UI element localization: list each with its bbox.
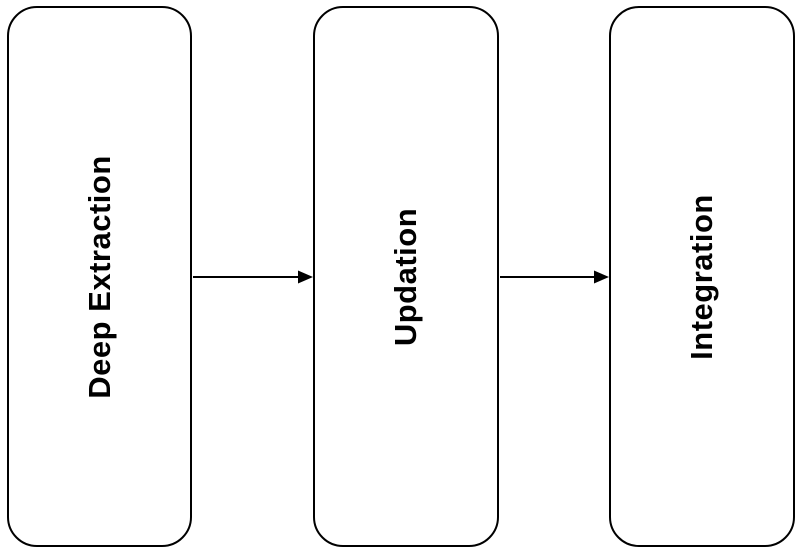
node-deep-extraction: Deep Extraction	[7, 6, 192, 547]
arrow-updation-to-integration-icon	[500, 270, 609, 284]
node-updation: Updation	[313, 6, 499, 547]
node-updation-label: Updation	[388, 207, 423, 346]
node-integration: Integration	[609, 6, 795, 547]
node-deep-extraction-label: Deep Extraction	[81, 154, 117, 399]
arrow-deep-extraction-to-updation-icon	[193, 270, 313, 284]
node-integration-label: Integration	[683, 193, 719, 360]
